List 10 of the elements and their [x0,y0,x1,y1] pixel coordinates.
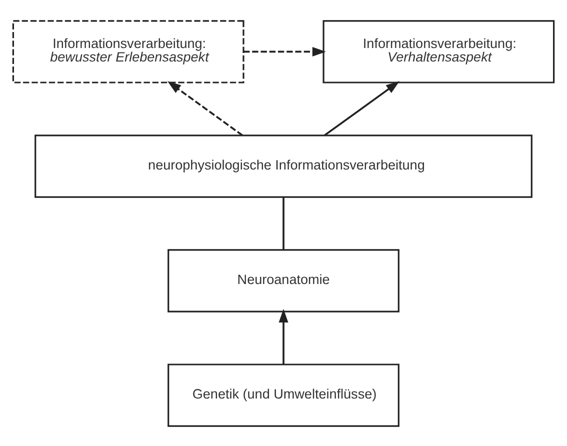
arrow [167,80,243,136]
node-box: Informationsverarbeitung: bewusster Erlebensaspekt [12,20,244,83]
node-box: Neuroanatomie [168,248,400,312]
node-box: Genetik (und Umwelteinflüsse) [168,363,400,426]
node-box: Informationsverarbeitung: Verhaltensaspekt [322,20,555,83]
arrow [324,80,400,136]
arrow [278,308,288,364]
node-box: neurophysiologische Informationsverarbeitung [34,134,532,198]
connector [282,196,284,249]
arrow [244,46,326,56]
